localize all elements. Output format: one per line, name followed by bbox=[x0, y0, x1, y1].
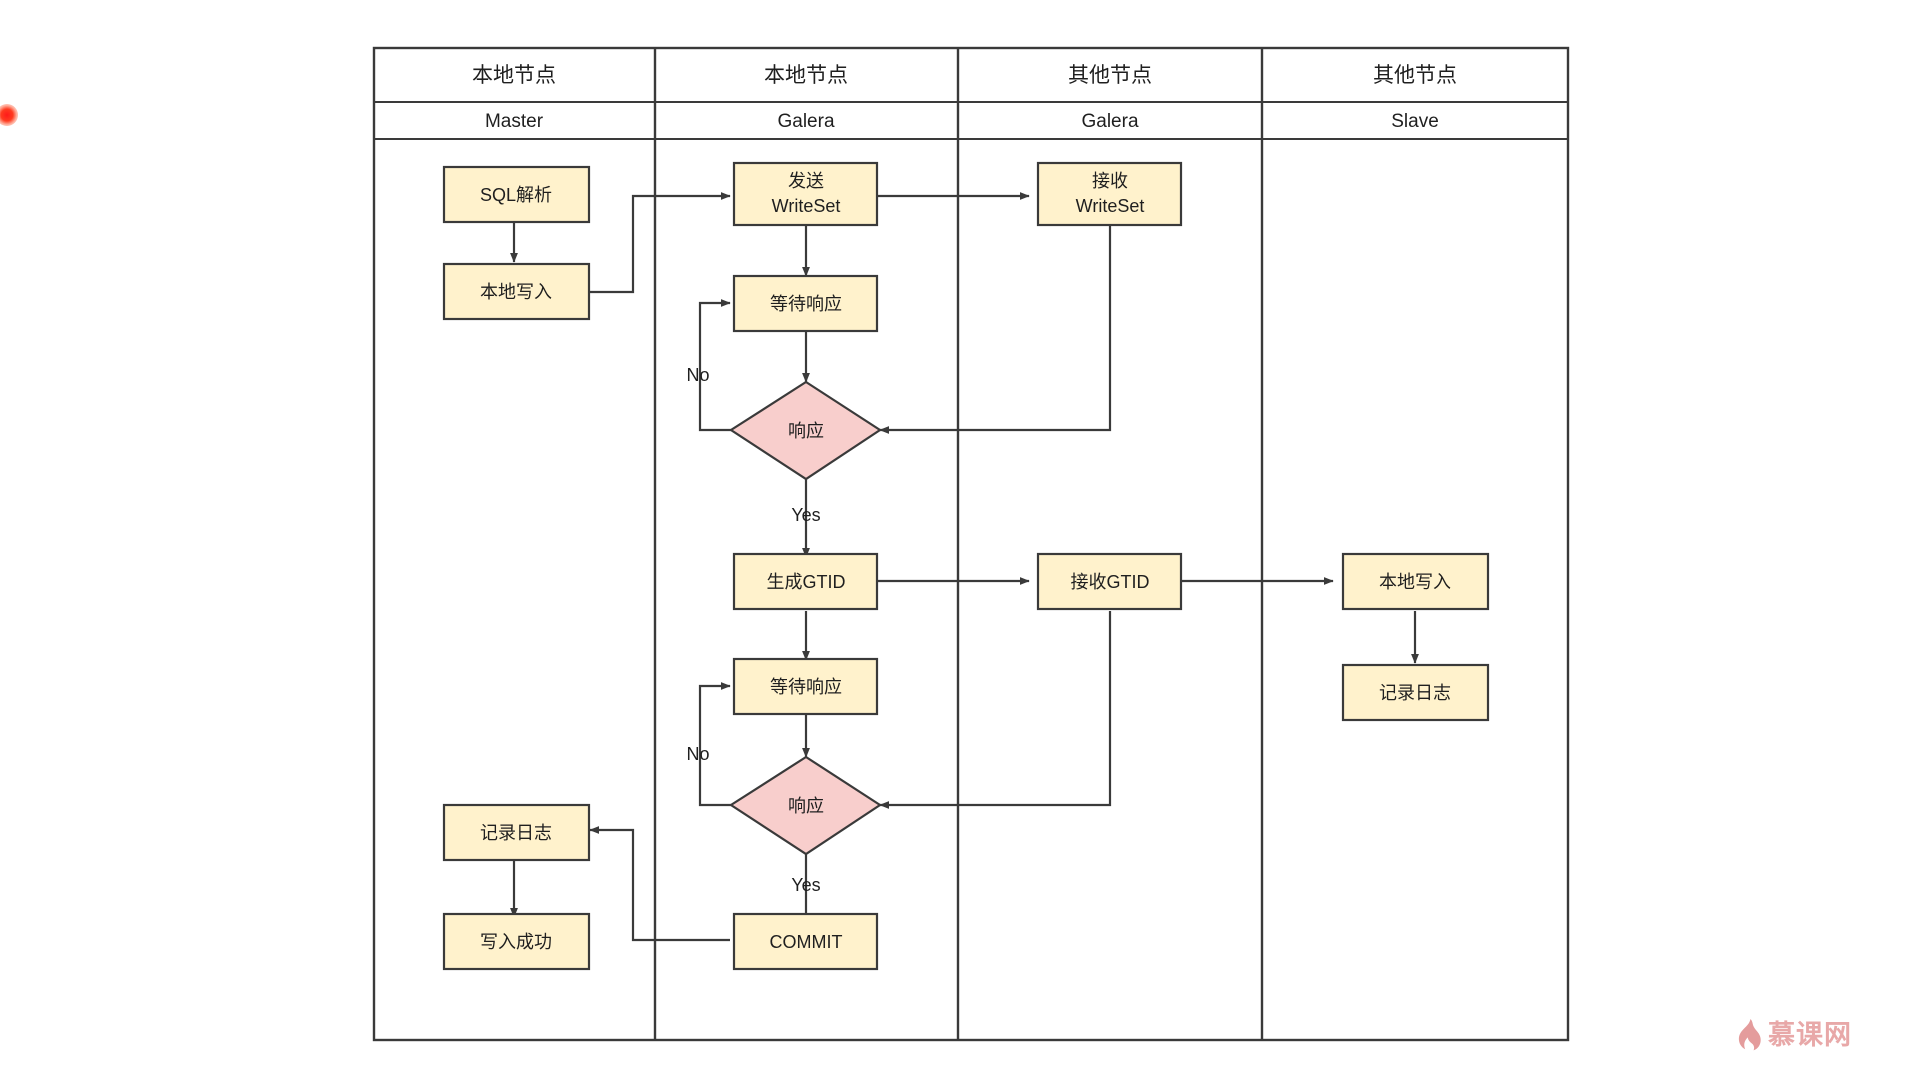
node-label-line1: 接收 bbox=[1092, 171, 1128, 191]
lane-header-sub-0: Master bbox=[485, 111, 544, 132]
edge-label-yes-2: Yes bbox=[791, 875, 820, 895]
node-label: 本地写入 bbox=[480, 282, 552, 302]
node-write-success[interactable]: 写入成功 bbox=[442, 912, 591, 971]
lane-header-sub-3: Slave bbox=[1391, 111, 1439, 132]
lane-header-sub-2: Galera bbox=[1081, 111, 1138, 132]
node-label-line2: WriteSet bbox=[772, 196, 841, 216]
node-send-writeset[interactable]: 发送 WriteSet bbox=[732, 161, 879, 227]
node-log-slave[interactable]: 记录日志 bbox=[1341, 663, 1490, 722]
swimlane-grid bbox=[372, 46, 1570, 1042]
watermark-text: 慕课网 bbox=[1768, 1019, 1852, 1051]
node-wait-response-1[interactable]: 等待响应 bbox=[732, 274, 879, 333]
node-commit[interactable]: COMMIT bbox=[732, 912, 879, 971]
node-receive-writeset[interactable]: 接收 WriteSet bbox=[1036, 161, 1183, 227]
node-local-write-slave[interactable]: 本地写入 bbox=[1341, 552, 1490, 611]
cursor-dot bbox=[0, 104, 18, 126]
node-label: 记录日志 bbox=[1379, 683, 1451, 703]
node-generate-gtid[interactable]: 生成GTID bbox=[732, 552, 879, 611]
node-response-decision-1[interactable]: 响应 bbox=[728, 380, 883, 481]
node-receive-gtid[interactable]: 接收GTID bbox=[1036, 552, 1183, 611]
node-label: 接收GTID bbox=[1071, 572, 1150, 592]
edge-resp1-no-to-wait1 bbox=[698, 299, 731, 432]
lane-header-top-2: 其他节点 bbox=[1068, 64, 1152, 87]
lane-headers: 本地节点 本地节点 其他节点 其他节点 Master Galera Galera… bbox=[472, 64, 1457, 132]
lane-header-sub-1: Galera bbox=[777, 111, 834, 132]
edge-recvgtid-to-resp2 bbox=[879, 611, 1112, 809]
node-response-decision-2[interactable]: 响应 bbox=[728, 755, 883, 856]
edge-commit-to-logmaster bbox=[589, 826, 730, 942]
node-label-line1: 发送 bbox=[788, 171, 824, 191]
lane-header-top-3: 其他节点 bbox=[1373, 64, 1457, 87]
node-label: 生成GTID bbox=[767, 572, 846, 592]
node-label: 等待响应 bbox=[770, 677, 842, 697]
node-log-master[interactable]: 记录日志 bbox=[442, 803, 591, 862]
edge-label-no-2: No bbox=[686, 744, 709, 764]
connectors bbox=[510, 192, 1419, 942]
edge-label-yes-1: Yes bbox=[791, 505, 820, 525]
edge-resp2-no-to-wait2 bbox=[698, 682, 731, 807]
edge-recvwriteset-to-resp1 bbox=[879, 226, 1112, 434]
lane-header-top-1: 本地节点 bbox=[764, 64, 848, 87]
edge-labels: No Yes No Yes bbox=[686, 365, 820, 895]
node-label: SQL解析 bbox=[480, 185, 552, 205]
edge-label-no-1: No bbox=[686, 365, 709, 385]
node-wait-response-2[interactable]: 等待响应 bbox=[732, 657, 879, 716]
node-label: COMMIT bbox=[770, 932, 843, 952]
node-label-line2: WriteSet bbox=[1076, 196, 1145, 216]
lane-header-top-0: 本地节点 bbox=[472, 64, 556, 87]
node-label: 写入成功 bbox=[480, 932, 552, 952]
node-label: 响应 bbox=[788, 421, 824, 441]
node-label: 响应 bbox=[788, 796, 824, 816]
watermark: 慕课网 bbox=[1736, 1018, 1852, 1052]
flame-icon bbox=[1738, 1019, 1761, 1051]
node-label: 本地写入 bbox=[1379, 572, 1451, 592]
node-local-write-master[interactable]: 本地写入 bbox=[442, 262, 591, 321]
node-label: 等待响应 bbox=[770, 294, 842, 314]
node-sql-parse[interactable]: SQL解析 bbox=[442, 165, 591, 224]
node-label: 记录日志 bbox=[480, 823, 552, 843]
edge-localwrite-to-sendwriteset bbox=[589, 192, 731, 294]
